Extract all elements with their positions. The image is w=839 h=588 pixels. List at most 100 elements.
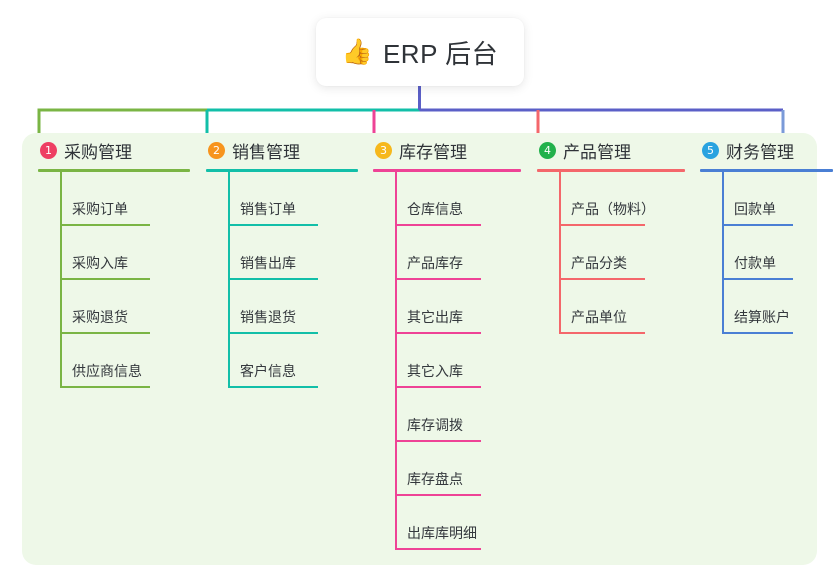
leaf-item-label: 销售出库 (240, 255, 296, 271)
leaf-item[interactable]: 销售退货 (228, 280, 358, 334)
leaf-item[interactable]: 库存盘点 (395, 442, 521, 496)
leaf-item-label: 库存盘点 (407, 471, 463, 487)
leaf-item[interactable]: 产品（物料） (559, 172, 685, 226)
column-items-2: 销售订单销售出库销售退货客户信息 (206, 172, 358, 388)
column-rule-2 (206, 169, 358, 172)
column-2: 2 销售管理销售订单销售出库销售退货客户信息 (206, 133, 358, 388)
leaf-item-rule (395, 494, 481, 496)
leaf-item-label: 其它入库 (407, 363, 463, 379)
leaf-item[interactable]: 客户信息 (228, 334, 358, 388)
column-title-1: 采购管理 (64, 142, 132, 162)
leaf-item-label: 客户信息 (240, 363, 296, 379)
leaf-item-rule (228, 224, 318, 226)
leaf-item-label: 产品（物料） (571, 201, 655, 217)
leaf-item-rule (559, 224, 645, 226)
column-badge-4: 4 (539, 141, 556, 159)
leaf-item-rule (395, 386, 481, 388)
column-3: 3 库存管理仓库信息产品库存其它出库其它入库库存调拨库存盘点出库库明细 (373, 133, 521, 550)
leaf-item-label: 产品单位 (571, 309, 627, 325)
leaf-item[interactable]: 供应商信息 (60, 334, 190, 388)
column-spine-1 (60, 172, 62, 388)
leaf-item-rule (722, 224, 793, 226)
column-badge-1: 1 (40, 141, 57, 159)
leaf-item-rule (60, 278, 150, 280)
leaf-item-rule (559, 332, 645, 334)
leaf-item-rule (395, 278, 481, 280)
column-rule-1 (38, 169, 190, 172)
column-header-2[interactable]: 2 销售管理 (206, 133, 358, 167)
leaf-item-rule (228, 278, 318, 280)
leaf-item-label: 回款单 (734, 201, 776, 217)
leaf-item-label: 采购入库 (72, 255, 128, 271)
root-node-card[interactable]: 👍 ERP 后台 (316, 18, 524, 86)
leaf-item-label: 库存调拨 (407, 417, 463, 433)
leaf-item[interactable]: 仓库信息 (395, 172, 521, 226)
leaf-item-label: 供应商信息 (72, 363, 142, 379)
leaf-item-rule (60, 386, 150, 388)
column-header-5[interactable]: 5 财务管理 (700, 133, 833, 167)
leaf-item-rule (395, 440, 481, 442)
leaf-item-label: 结算账户 (734, 309, 790, 325)
leaf-item-label: 出库库明细 (407, 525, 477, 541)
leaf-item-rule (228, 386, 318, 388)
leaf-item[interactable]: 回款单 (722, 172, 833, 226)
column-badge-2: 2 (208, 141, 225, 159)
column-items-5: 回款单付款单结算账户 (700, 172, 833, 334)
leaf-item-label: 仓库信息 (407, 201, 463, 217)
column-title-5: 财务管理 (726, 142, 794, 162)
column-items-3: 仓库信息产品库存其它出库其它入库库存调拨库存盘点出库库明细 (373, 172, 521, 550)
column-header-3[interactable]: 3 库存管理 (373, 133, 521, 167)
leaf-item-rule (60, 332, 150, 334)
column-5: 5 财务管理回款单付款单结算账户 (700, 133, 833, 334)
leaf-item[interactable]: 出库库明细 (395, 496, 521, 550)
column-rule-4 (537, 169, 685, 172)
leaf-item-label: 其它出库 (407, 309, 463, 325)
leaf-item[interactable]: 其它出库 (395, 280, 521, 334)
leaf-item-label: 销售退货 (240, 309, 296, 325)
leaf-item-rule (395, 224, 481, 226)
column-rule-3 (373, 169, 521, 172)
leaf-item[interactable]: 产品分类 (559, 226, 685, 280)
leaf-item[interactable]: 销售订单 (228, 172, 358, 226)
column-1: 1 采购管理采购订单采购入库采购退货供应商信息 (38, 133, 190, 388)
leaf-item[interactable]: 付款单 (722, 226, 833, 280)
leaf-item-label: 采购退货 (72, 309, 128, 325)
leaf-item[interactable]: 产品库存 (395, 226, 521, 280)
leaf-item[interactable]: 销售出库 (228, 226, 358, 280)
leaf-item-rule (722, 278, 793, 280)
column-spine-2 (228, 172, 230, 388)
column-rule-5 (700, 169, 833, 172)
column-header-1[interactable]: 1 采购管理 (38, 133, 190, 167)
leaf-item-rule (60, 224, 150, 226)
root-node-title: ERP 后台 (382, 38, 499, 69)
leaf-item[interactable]: 采购订单 (60, 172, 190, 226)
leaf-item-rule (722, 332, 793, 334)
leaf-item[interactable]: 采购入库 (60, 226, 190, 280)
leaf-item-label: 产品分类 (571, 255, 627, 271)
leaf-item-rule (395, 332, 481, 334)
column-items-4: 产品（物料） 产品分类产品单位 (537, 172, 685, 334)
leaf-item-rule (228, 332, 318, 334)
column-title-2: 销售管理 (232, 142, 300, 162)
leaf-item[interactable]: 结算账户 (722, 280, 833, 334)
leaf-item-rule (395, 548, 481, 550)
leaf-item-label: 采购订单 (72, 201, 128, 217)
leaf-item-label: 销售订单 (240, 201, 296, 217)
column-title-4: 产品管理 (563, 142, 631, 162)
leaf-item-rule (559, 278, 645, 280)
leaf-item-label: 产品库存 (407, 255, 463, 271)
column-header-4[interactable]: 4 产品管理 (537, 133, 685, 167)
leaf-item[interactable]: 库存调拨 (395, 388, 521, 442)
diagram-panel: 1 采购管理采购订单采购入库采购退货供应商信息 2 销售管理销售订单销售出库销售退货客… (22, 133, 833, 565)
column-title-3: 库存管理 (399, 142, 467, 162)
leaf-item[interactable]: 产品单位 (559, 280, 685, 334)
column-badge-3: 3 (375, 141, 392, 159)
column-badge-5: 5 (702, 141, 719, 159)
leaf-item[interactable]: 其它入库 (395, 334, 521, 388)
leaf-item-label: 付款单 (734, 255, 776, 271)
thumbs-up-icon: 👍 (341, 37, 373, 66)
leaf-item[interactable]: 采购退货 (60, 280, 190, 334)
column-4: 4 产品管理产品（物料） 产品分类产品单位 (537, 133, 685, 334)
column-spine-4 (559, 172, 561, 334)
column-items-1: 采购订单采购入库采购退货供应商信息 (38, 172, 190, 388)
